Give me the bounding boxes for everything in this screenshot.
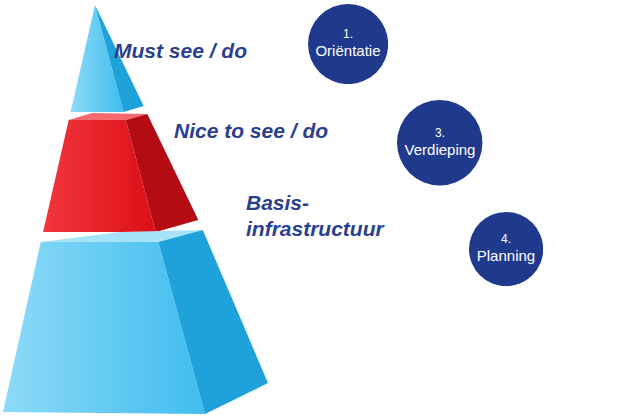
- step-number: 1.: [343, 28, 353, 41]
- step-circle: 1.Oriëntatie: [308, 4, 388, 84]
- layer-label: Basis- infrastructuur: [246, 190, 366, 243]
- step-name: Planning: [477, 247, 535, 265]
- circle-content: 1.Oriëntatie: [308, 4, 388, 84]
- step-name: Verdieping: [405, 141, 476, 159]
- pyramid-bottom-side: [158, 230, 268, 414]
- circle-fill: [308, 4, 388, 84]
- step-circle: 4.Planning: [469, 212, 543, 286]
- circle-fill: [469, 212, 543, 286]
- circle-content: 3.Verdieping: [397, 100, 482, 185]
- step-name: Oriëntatie: [315, 42, 380, 60]
- step-number: 4.: [501, 233, 511, 246]
- step-circle: 3.Verdieping: [397, 100, 482, 185]
- layer-label: Nice to see / do: [174, 118, 394, 144]
- layer-label: Must see / do: [114, 38, 314, 64]
- circle-content: 4.Planning: [469, 212, 543, 286]
- circle-fill: [397, 100, 482, 185]
- step-number: 3.: [435, 127, 445, 140]
